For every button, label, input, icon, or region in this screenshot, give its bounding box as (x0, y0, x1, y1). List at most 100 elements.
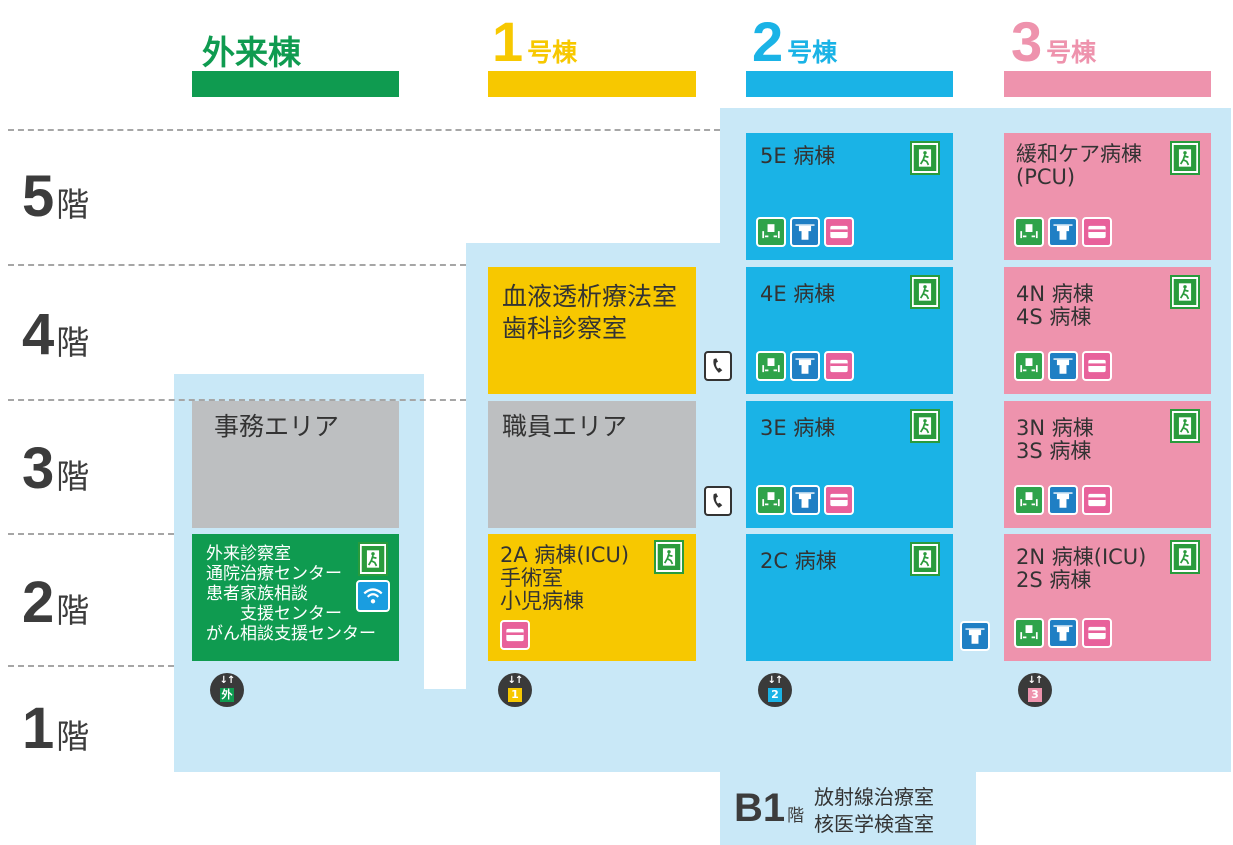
room-b3-f5: 緩和ケア病棟 (PCU) (1004, 133, 1211, 260)
emergency-exit-icon (1170, 540, 1200, 574)
room-label: 2C 病棟 (760, 549, 837, 573)
room-label: 5E 病棟 (760, 144, 836, 168)
laundry-icon (1048, 217, 1078, 247)
building-suffix: 号棟 (527, 39, 578, 67)
building-bar-1 (488, 71, 696, 97)
floor-divider (8, 129, 720, 131)
building-suffix: 号棟 (787, 39, 838, 67)
day-room-icon (756, 351, 786, 381)
floor-number: 1 (22, 696, 55, 761)
card-phone-icon (500, 620, 530, 650)
elevator-icon-3: ↓↑ 3 (1018, 673, 1052, 707)
emergency-exit-icon (1170, 275, 1200, 309)
building-header-outpatient: 外来棟 (202, 26, 301, 74)
building-number: 1 (492, 10, 524, 73)
floor-number: 3 (22, 436, 55, 501)
floor-number: 2 (22, 570, 55, 635)
day-room-icon (756, 217, 786, 247)
elevator-icon-outpatient: ↓↑ 外 (210, 673, 244, 707)
floor-kai: 階 (56, 457, 90, 496)
room-b3-f2: 2N 病棟(ICU) 2S 病棟 (1004, 534, 1211, 661)
room-label: 4N 病棟 4S 病棟 (1016, 282, 1094, 329)
building-number: 3 (1011, 10, 1043, 73)
card-phone-icon (824, 485, 854, 515)
basement-rooms-label: 放射線治療室 核医学検査室 (814, 785, 934, 836)
phone-icon (704, 351, 732, 381)
laundry-icon (790, 351, 820, 381)
room-label: 職員エリア (502, 412, 628, 441)
building-number: 2 (752, 10, 784, 73)
emergency-exit-icon (1170, 409, 1200, 443)
elevator-arrows: ↓↑ (767, 675, 784, 686)
laundry-icon (790, 217, 820, 247)
day-room-icon (1014, 217, 1044, 247)
floor-number: B1 (734, 786, 786, 830)
room-label: 2A 病棟(ICU) 手術室 小児病棟 (500, 543, 630, 613)
laundry-icon (1048, 351, 1078, 381)
floor-number: 5 (22, 164, 55, 229)
building-footprint-1-lower (424, 689, 466, 772)
phone-icon (704, 486, 732, 516)
elevator-arrows: ↓↑ (219, 675, 236, 686)
room-b3-f3: 3N 病棟 3S 病棟 (1004, 401, 1211, 528)
day-room-icon (756, 485, 786, 515)
card-phone-icon (1082, 485, 1112, 515)
emergency-exit-icon (910, 275, 940, 309)
building-label: 外来棟 (202, 34, 301, 71)
room-b2-f5: 5E 病棟 (746, 133, 953, 260)
room-b2-f4: 4E 病棟 (746, 267, 953, 394)
floor-divider (8, 264, 466, 266)
card-phone-icon (1082, 618, 1112, 648)
room-b1-f2: 2A 病棟(ICU) 手術室 小児病棟 (488, 534, 696, 661)
elevator-icon-2: ↓↑ 2 (758, 673, 792, 707)
room-label: 外来診察室 通院治療センター 患者家族相談 支援センター がん相談支援センター (206, 544, 376, 644)
emergency-exit-icon (910, 542, 940, 576)
room-label: 3E 病棟 (760, 416, 836, 440)
room-op-f3: 事務エリア (192, 401, 399, 528)
room-label: 4E 病棟 (760, 282, 836, 306)
floor-number: 4 (22, 302, 55, 367)
day-room-icon (1014, 351, 1044, 381)
room-b2-f2: 2C 病棟 (746, 534, 953, 661)
floor-kai: 階 (787, 806, 805, 826)
elevator-label: 2 (768, 688, 782, 702)
floor-kai: 階 (56, 185, 90, 224)
room-label: 緩和ケア病棟 (PCU) (1016, 142, 1142, 189)
laundry-icon (1048, 485, 1078, 515)
floor-kai: 階 (56, 591, 90, 630)
day-room-icon (1014, 618, 1044, 648)
room-b2-f3: 3E 病棟 (746, 401, 953, 528)
room-b3-f4: 4N 病棟 4S 病棟 (1004, 267, 1211, 394)
building-bar-outpatient (192, 71, 399, 97)
building-suffix: 号棟 (1046, 39, 1097, 67)
elevator-label: 外 (220, 688, 234, 702)
room-label: 3N 病棟 3S 病棟 (1016, 416, 1094, 463)
room-label: 血液透析療法室 歯科診察室 (502, 282, 678, 343)
floor-divider (8, 399, 466, 401)
card-phone-icon (824, 351, 854, 381)
room-label: 事務エリア (214, 412, 340, 441)
laundry-icon (1048, 618, 1078, 648)
wifi-icon (356, 580, 390, 612)
elevator-arrows: ↓↑ (1027, 675, 1044, 686)
emergency-exit-icon (910, 141, 940, 175)
building-bar-2 (746, 71, 953, 97)
card-phone-icon (1082, 217, 1112, 247)
elevator-icon-1: ↓↑ 1 (498, 673, 532, 707)
floor-kai: 階 (56, 717, 90, 756)
room-b1-f3: 職員エリア (488, 401, 696, 528)
elevator-label: 3 (1028, 688, 1042, 702)
floor-kai: 階 (56, 323, 90, 362)
room-label: 2N 病棟(ICU) 2S 病棟 (1016, 545, 1147, 592)
elevator-arrows: ↓↑ (507, 675, 524, 686)
building-header-1: 1 号棟 (492, 14, 577, 70)
laundry-icon (960, 621, 990, 651)
laundry-icon (790, 485, 820, 515)
emergency-exit-icon (358, 542, 388, 576)
building-header-3: 3 号棟 (1011, 14, 1096, 70)
